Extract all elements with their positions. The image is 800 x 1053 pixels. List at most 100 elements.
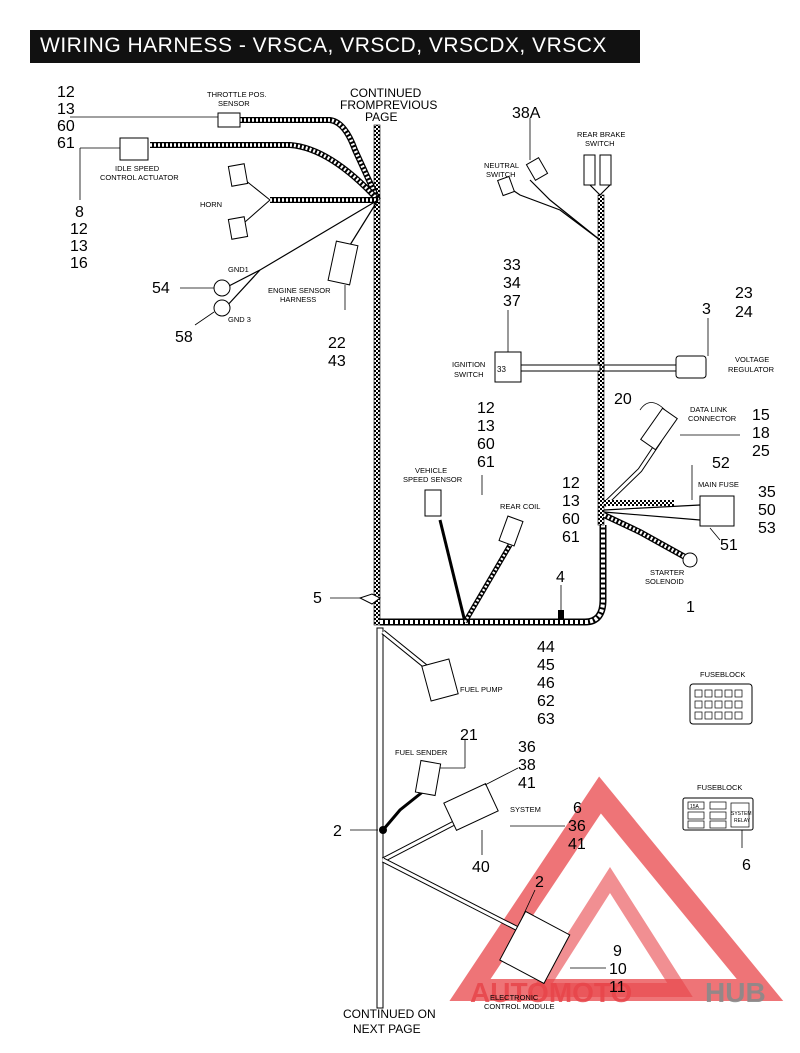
continued-on-line1: CONTINUED ON	[343, 1007, 436, 1021]
label-relay-1: SYSTEM	[731, 811, 752, 817]
callout-sys-up-3: 41	[518, 775, 536, 792]
callout-datalink-1: 15	[752, 407, 770, 424]
callout-3: 3	[702, 301, 711, 318]
horn-connector-lower	[227, 216, 249, 240]
callout-51: 51	[720, 537, 738, 554]
engine-sensor-harness	[327, 199, 379, 310]
callout-vss-2: 13	[477, 418, 495, 435]
callout-vss-4: 61	[477, 454, 495, 471]
starter-ring	[682, 552, 698, 568]
callout-ignition-2: 34	[503, 275, 521, 292]
callout-datalink-3: 25	[752, 443, 770, 460]
callout-voltage-2: 24	[735, 304, 753, 321]
voltage-regulator-connector	[675, 355, 707, 379]
callout-1: 1	[686, 599, 695, 616]
watermark-logo: AUTOMOTO HUB	[449, 776, 784, 1008]
continued-from-line3: PAGE	[365, 110, 397, 124]
neutral-brake-wires	[496, 118, 612, 241]
callout-fuelpump-2: 45	[537, 657, 555, 674]
callout-sys-right-1: 6	[573, 800, 582, 817]
label-throttle-1: THROTTLE POS.	[207, 90, 267, 99]
horn-wire	[227, 163, 378, 240]
callout-fuelpump-5: 63	[537, 711, 555, 728]
label-ignition-1: IGNITION	[452, 360, 485, 369]
label-relay-2: RELAY	[734, 818, 751, 824]
label-engine-sensor-1: ENGINE SENSOR	[268, 286, 331, 295]
rear-coil-connector	[498, 515, 524, 547]
label-fuseblock-1: FUSEBLOCK	[700, 670, 745, 679]
callout-vss-1: 12	[477, 400, 495, 417]
label-ignition-tag: 33	[497, 365, 506, 374]
main-fuse-connector	[699, 495, 735, 527]
system-relay-wire	[381, 767, 565, 863]
callout-vss-3: 60	[477, 436, 495, 453]
callout-ecm-1: 9	[613, 943, 622, 960]
label-ignition-2: SWITCH	[454, 370, 484, 379]
clip-2-upper	[379, 826, 387, 834]
label-vss-1: VEHICLE	[415, 466, 447, 475]
callout-mainfuse-3: 53	[758, 520, 776, 537]
page-title: WIRING HARNESS - VRSCA, VRSCD, VRSCDX, V…	[40, 34, 607, 57]
callout-idle-3: 13	[70, 238, 88, 255]
title-bar: WIRING HARNESS - VRSCA, VRSCD, VRSCDX, V…	[30, 30, 640, 63]
callout-5: 5	[313, 590, 322, 607]
callout-coil-4: 61	[562, 529, 580, 546]
label-rear-brake-1: REAR BRAKE	[577, 130, 625, 139]
system-relay-connector	[443, 783, 499, 831]
data-link-wire	[602, 402, 740, 507]
label-datalink-1: DATA LINK	[690, 405, 727, 414]
fuseblock-bottom	[682, 797, 754, 848]
callout-voltage-1: 23	[735, 285, 753, 302]
rear-brake-connector-1	[583, 154, 596, 186]
callout-2-upper: 2	[333, 823, 342, 840]
fuel-pump-connector	[421, 658, 459, 702]
watermark-text-2: HUB	[705, 977, 766, 1008]
label-engine-sensor-2: HARNESS	[280, 295, 316, 304]
label-gnd3: GND 3	[228, 315, 251, 324]
callout-6: 6	[742, 857, 751, 874]
label-idle-1: IDLE SPEED	[115, 164, 160, 173]
callout-ecm-3: 11	[609, 979, 626, 996]
right-vertical-harness	[597, 194, 605, 526]
throttle-wire	[70, 112, 381, 202]
voltage-regulator-wire	[603, 318, 709, 379]
fuel-sender-wire	[381, 740, 466, 831]
callout-mainfuse-2: 50	[758, 502, 776, 519]
idle-speed-wire	[79, 137, 381, 203]
label-fuse-15a: 15A	[690, 804, 700, 810]
label-starter-1: STARTER	[650, 568, 685, 577]
callout-40: 40	[472, 859, 490, 876]
callout-2-lower: 2	[535, 874, 544, 891]
continued-from-line1: CONTINUED	[350, 86, 422, 100]
callout-52: 52	[712, 455, 730, 472]
idle-speed-actuator	[119, 137, 149, 161]
label-voltage-1: VOLTAGE	[735, 355, 769, 364]
label-ecm-1: ELECTRONIC	[490, 993, 539, 1002]
ecm-wire	[381, 857, 571, 985]
watermark-text-1: AUTOMOTO	[470, 977, 632, 1008]
label-fuel-pump: FUEL PUMP	[460, 685, 503, 694]
main-fuse-wire	[603, 465, 735, 541]
label-neutral-1: NEUTRAL	[484, 161, 519, 170]
label-neutral-2: SWITCH	[486, 170, 516, 179]
label-throttle-2: SENSOR	[218, 99, 250, 108]
callout-engine-2: 43	[328, 353, 346, 370]
callout-20: 20	[614, 391, 632, 408]
starter-solenoid-wire	[602, 512, 698, 568]
callout-58: 58	[175, 329, 193, 346]
callout-21: 21	[460, 727, 478, 744]
continued-from-line2: FROMPREVIOUS	[340, 98, 437, 112]
label-vss-2: SPEED SENSOR	[403, 475, 463, 484]
callout-idle-2: 12	[70, 221, 88, 238]
callout-mainfuse-1: 35	[758, 484, 776, 501]
data-link-connector	[640, 407, 678, 451]
label-idle-2: CONTROL ACTUATOR	[100, 173, 179, 182]
label-voltage-2: REGULATOR	[728, 365, 775, 374]
label-horn: HORN	[200, 200, 222, 209]
callout-54: 54	[152, 280, 170, 297]
callout-sys-right-3: 41	[568, 836, 586, 853]
label-system: SYSTEM	[510, 805, 541, 814]
callout-4: 4	[556, 569, 565, 586]
callout-ignition-1: 33	[503, 257, 521, 274]
